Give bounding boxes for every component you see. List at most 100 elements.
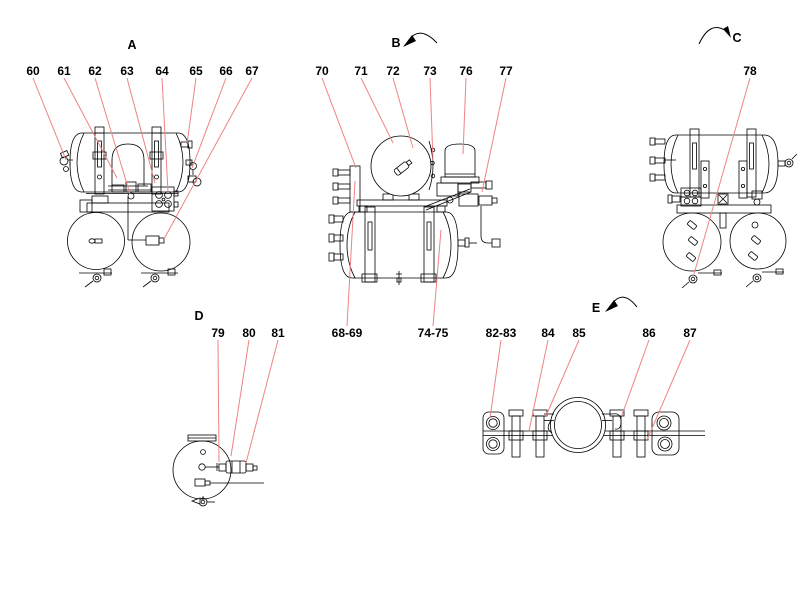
leader-line-63	[126, 77, 156, 184]
view-a-drawing	[59, 126, 202, 288]
tank-outline	[69, 132, 191, 193]
leader-line-85	[545, 339, 580, 417]
callout-73: 73	[422, 64, 438, 78]
leader-line-87	[646, 339, 691, 441]
leader-line-81	[245, 339, 279, 464]
check-valve	[717, 190, 763, 206]
pipe-fitting	[194, 478, 264, 487]
tank-end-circle	[729, 212, 787, 270]
callout-86: 86	[641, 326, 657, 340]
callout-74-75: 74-75	[416, 326, 450, 340]
leader-line-74-75	[432, 229, 442, 327]
leader-lines	[32, 77, 751, 464]
tank-end-circle	[370, 135, 432, 197]
manifold-block	[667, 187, 702, 207]
tank-outline	[339, 211, 459, 279]
shutoff-valve	[777, 153, 798, 168]
tank-end-circle	[662, 212, 722, 272]
leader-line-78	[693, 77, 751, 275]
leader-line-70	[321, 77, 357, 169]
view-label-c: C	[732, 31, 742, 45]
leader-line-60	[32, 77, 67, 161]
leader-line-62	[94, 77, 131, 195]
anchor-plate	[482, 411, 505, 455]
governor-valve	[423, 180, 501, 248]
view-label-e: E	[591, 301, 601, 315]
callout-87: 87	[682, 326, 698, 340]
leader-line-84	[528, 339, 549, 432]
callout-82-83: 82-83	[484, 326, 518, 340]
leader-line-86	[621, 339, 650, 416]
callout-67: 67	[244, 64, 260, 78]
callout-64: 64	[154, 64, 170, 78]
callout-62: 62	[87, 64, 103, 78]
callout-63: 63	[119, 64, 135, 78]
leader-line-67	[163, 77, 253, 240]
leader-line-79	[217, 339, 220, 463]
tank-strap	[149, 126, 164, 195]
view-b-drawing	[328, 135, 501, 285]
manifold-block	[151, 186, 179, 212]
leader-line-65	[186, 77, 197, 145]
callout-80: 80	[241, 326, 257, 340]
leader-line-71	[360, 77, 394, 144]
drain-cock	[190, 496, 215, 507]
view-c-rotation-arrow-icon	[698, 26, 731, 45]
clamp-bolt	[532, 409, 548, 458]
callout-60: 60	[25, 64, 41, 78]
valve-cluster	[108, 181, 152, 200]
view-arrows	[403, 26, 731, 312]
clamp-bolt	[609, 409, 625, 458]
drain-cock	[79, 268, 112, 288]
pipe-fitting	[180, 140, 202, 187]
clamp-bolt	[508, 409, 524, 458]
port-plug	[686, 220, 761, 262]
leader-line-66	[191, 77, 227, 169]
tank-strap	[420, 206, 437, 283]
tank-strap	[92, 126, 107, 195]
drain-plug	[396, 271, 402, 285]
leader-line-82-83	[489, 339, 502, 419]
view-c-drawing	[649, 128, 798, 289]
callout-79: 79	[210, 326, 226, 340]
callout-66: 66	[218, 64, 234, 78]
drain-valve	[128, 235, 165, 246]
callout-84: 84	[540, 326, 556, 340]
leader-line-73	[429, 77, 434, 162]
tank-strap	[361, 206, 378, 283]
tank-strap	[738, 128, 757, 199]
callout-65: 65	[188, 64, 204, 78]
anchor-plate	[651, 411, 680, 456]
leader-line-77	[481, 77, 507, 193]
drain-cock	[681, 269, 722, 289]
callout-71: 71	[353, 64, 369, 78]
leader-line-61	[63, 77, 118, 179]
callout-78: 78	[742, 64, 758, 78]
tank-outline	[663, 134, 779, 194]
air-dryer	[440, 143, 480, 184]
leader-line-68-69	[346, 180, 356, 327]
callout-76: 76	[458, 64, 474, 78]
callout-85: 85	[571, 326, 587, 340]
drain-valve-assembly	[198, 460, 258, 474]
drain-cock	[745, 268, 784, 288]
callout-77: 77	[498, 64, 514, 78]
view-label-d: D	[194, 309, 204, 323]
leader-line-80	[230, 339, 250, 457]
saddle-clamp	[544, 397, 622, 453]
view-label-a: A	[127, 38, 137, 52]
view-label-b: B	[391, 36, 401, 50]
callout-61: 61	[56, 64, 72, 78]
elbow-fitting	[328, 214, 344, 262]
callout-70: 70	[314, 64, 330, 78]
leader-line-72	[392, 77, 414, 149]
tank-end-circle	[67, 212, 125, 270]
callout-81: 81	[270, 326, 286, 340]
elbow-fitting	[59, 150, 73, 172]
view-b-rotation-arrow-icon	[403, 32, 438, 47]
pipe-fitting	[457, 237, 477, 248]
view-d-drawing	[172, 434, 264, 507]
view-e-drawing	[482, 397, 705, 458]
